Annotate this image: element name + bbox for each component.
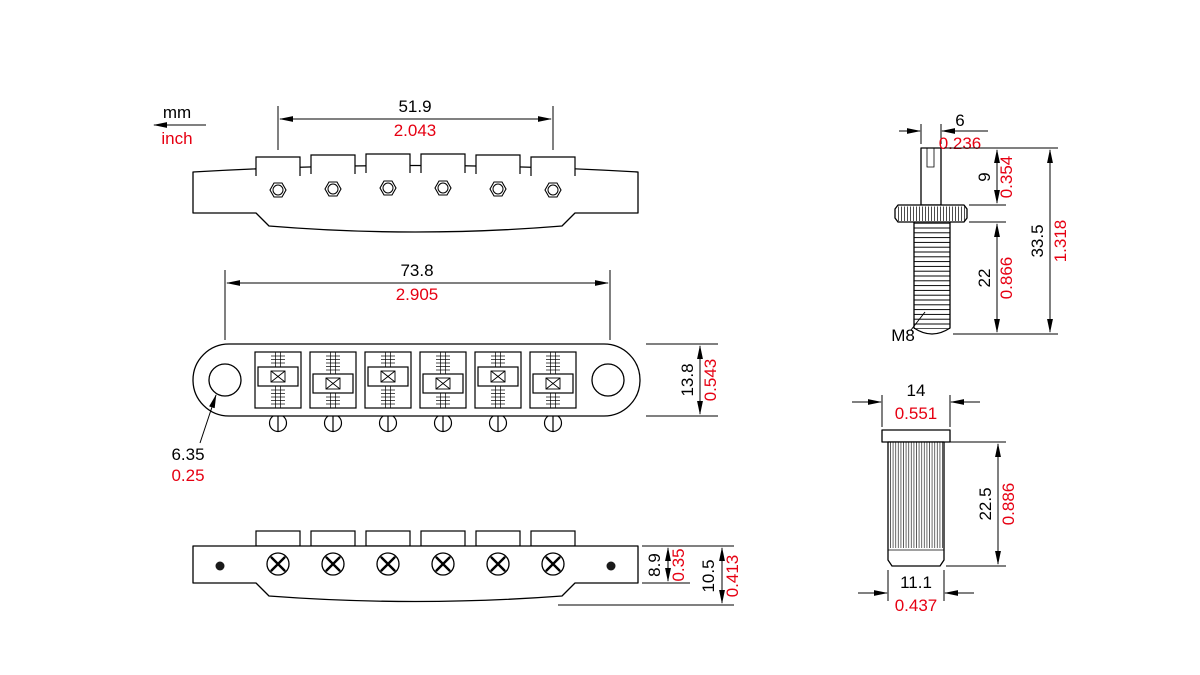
post-hole-dot [606, 561, 616, 571]
flange-width-mm: 14 [907, 381, 926, 400]
stud-threads [914, 222, 950, 329]
saddle-front [420, 153, 466, 173]
thread-length-inch: 0.866 [997, 257, 1016, 300]
saddle-side [365, 530, 411, 547]
side-view: 8.9 0.35 10.5 0.413 [192, 530, 742, 606]
stud-outline [913, 222, 951, 335]
hole-diameter-inch: 0.25 [171, 466, 204, 485]
screw-end-icon [433, 413, 453, 433]
mounting-hole-left [208, 363, 242, 397]
post-spacing-inch: 2.905 [396, 285, 439, 304]
screw-end-icon [268, 413, 288, 433]
inch-units-label: inch [161, 129, 192, 148]
hex-screw-icon [434, 180, 452, 196]
saddle-side [420, 530, 466, 547]
screw-end-icon [378, 413, 398, 433]
thread-spec-label: M8 [891, 326, 915, 345]
post-slot [926, 148, 935, 168]
thread-length-mm: 22 [975, 269, 994, 288]
shaft-width-inch: 0.236 [939, 134, 982, 153]
hex-screw-icon [544, 182, 562, 198]
hole-diameter-mm: 6.35 [171, 445, 204, 464]
bridge-side-body [192, 545, 639, 603]
post-head-mm: 9 [975, 172, 994, 181]
screw-end-icon [543, 413, 563, 433]
bushing-width-inch: 0.437 [895, 596, 938, 615]
mm-units-label: mm [163, 103, 191, 122]
top-view: 73.8 2.905 13.8 0.543 6.35 0.25 [171, 261, 720, 485]
shaft-width-mm: 6 [955, 111, 964, 130]
bridge-width-mm: 13.8 [678, 363, 697, 396]
units-legend: mm inch [153, 103, 206, 148]
total-height-mm: 10.5 [699, 559, 718, 592]
saddle-side [310, 530, 356, 547]
saddle-span-inch: 2.043 [394, 121, 437, 140]
post-hole-dot [215, 561, 225, 571]
bridge-width-inch: 0.543 [701, 359, 720, 402]
saddle-assembly [419, 351, 467, 409]
phillips-screw-icon [485, 551, 511, 577]
saddle-side [255, 530, 301, 547]
flange-width-inch: 0.551 [895, 404, 938, 423]
hex-screw-icon [489, 181, 507, 197]
bushing-view: 14 0.551 22.5 0.886 11.1 0.437 [852, 381, 1018, 615]
saddle-front [365, 153, 411, 173]
phillips-screw-icon [320, 551, 346, 577]
post-shaft [920, 147, 942, 206]
phillips-screw-icon [265, 551, 291, 577]
total-height-inch: 0.413 [723, 555, 742, 598]
phillips-screw-icon [430, 551, 456, 577]
hex-screw-icon [324, 181, 342, 197]
post-head-inch: 0.354 [997, 156, 1016, 199]
saddle-front [475, 154, 521, 174]
bushing-length-mm: 22.5 [976, 487, 995, 520]
body-height-inch: 0.35 [669, 548, 688, 581]
saddle-assembly [474, 351, 522, 409]
saddle-front [255, 156, 301, 176]
front-view: 51.9 2.043 [192, 97, 639, 233]
bridge-top-body [192, 343, 641, 417]
bushing-length-inch: 0.886 [999, 483, 1018, 526]
post-total-inch: 1.318 [1051, 220, 1070, 263]
saddle-span-mm: 51.9 [398, 97, 431, 116]
saddle-side [530, 530, 576, 547]
bushing-flange [881, 429, 951, 443]
saddle-assembly [364, 351, 412, 409]
body-height-mm: 8.9 [645, 553, 664, 577]
saddle-front [310, 154, 356, 174]
screw-end-icon [488, 413, 508, 433]
saddle-assembly [529, 351, 577, 409]
screw-end-icon [323, 413, 343, 433]
bushing-width-mm: 11.1 [900, 573, 932, 592]
thumbwheel-knurl [897, 206, 965, 221]
saddle-front [530, 156, 576, 176]
post-view: 6 0.236 9 0.354 22 0.866 33.5 1.318 M8 [891, 111, 1070, 345]
hex-screw-icon [269, 182, 287, 198]
saddle-assembly [254, 351, 302, 409]
bushing-knurl [889, 442, 943, 548]
post-spacing-mm: 73.8 [400, 261, 433, 280]
saddle-assembly [309, 351, 357, 409]
phillips-screw-icon [375, 551, 401, 577]
phillips-screw-icon [540, 551, 566, 577]
mounting-hole-right [591, 363, 625, 397]
post-total-mm: 33.5 [1028, 224, 1047, 257]
hex-screw-icon [379, 180, 397, 196]
saddle-side [475, 530, 521, 547]
